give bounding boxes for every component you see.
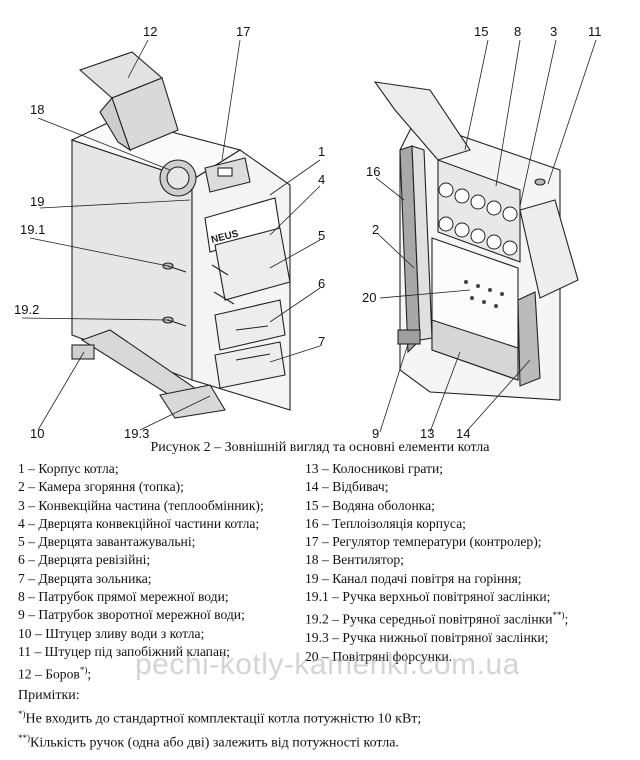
- callout-20: 20: [362, 290, 376, 305]
- callout-17: 17: [236, 24, 250, 39]
- legend-item-text: 4 – Дверцята конвекційної частини котла;: [18, 515, 260, 531]
- note-2-mark: **): [18, 732, 30, 743]
- legend-right-column: 13 – Колосникові грати; 14 – Відбивач; 15 …: [305, 460, 635, 666]
- leader-lines-left: [21, 39, 321, 431]
- legend-item: 17 – Регулятор температури (контролер);: [305, 533, 635, 551]
- legend-item-text: 7 – Дверцята зольника;: [18, 570, 152, 586]
- legend-item-footnote-mark: **): [552, 610, 565, 621]
- note-2-text: Кількість ручок (одна або дві) залежить …: [30, 735, 399, 751]
- legend-item: 2 – Камера згоряння (топка);: [18, 478, 318, 496]
- legend-item: 5 – Дверцята завантажувальні;: [18, 533, 318, 551]
- legend-item-text: 3 – Конвекційна частина (теплообмінник);: [18, 497, 264, 513]
- callout-8: 8: [514, 24, 521, 39]
- legend-item-text: 17 – Регулятор температури (контролер);: [305, 534, 542, 550]
- legend-item-tail: ;: [564, 611, 569, 627]
- legend-item: 8 – Патрубок прямої мережної води;: [18, 588, 318, 606]
- legend-item: 13 – Колосникові грати;: [305, 460, 635, 478]
- callout-5: 5: [318, 228, 325, 243]
- callout-18: 18: [30, 102, 44, 117]
- note-1-text: Не входить до стандартної комплектації к…: [25, 711, 422, 727]
- callout-15: 15: [474, 24, 488, 39]
- legend-item-text: 11 – Штуцер під запобіжний клапан;: [18, 643, 231, 659]
- boiler-figure: NEUS: [14, 24, 602, 440]
- notes-block: Примітки: *)Не входить до стандартної ко…: [18, 686, 421, 752]
- legend-item-text: 14 – Відбивач;: [305, 479, 389, 495]
- legend-item-text: 6 – Дверцята ревізійні;: [18, 552, 151, 568]
- callout-1: 1: [318, 144, 325, 159]
- legend-left-column: 1 – Корпус котла; 2 – Камера згоряння (то…: [18, 460, 318, 684]
- figure-caption: Рисунок 2 – Зовнішній вигляд та основні …: [150, 440, 490, 455]
- callout-14: 14: [456, 426, 470, 440]
- legend-item-text: 13 – Колосникові грати;: [305, 461, 444, 476]
- legend-item-text: 9 – Патрубок зворотної мережної води;: [18, 607, 245, 623]
- watermark-text: pechi-kotly-kamenki.com.ua: [135, 648, 520, 681]
- callout-19: 19: [30, 194, 44, 209]
- legend-item: 14 – Відбивач;: [305, 478, 635, 496]
- legend-item-footnote-mark: *): [79, 665, 88, 676]
- callout-11: 11: [588, 24, 602, 39]
- notes-title: Примітки:: [18, 688, 80, 703]
- legend-item-text: 8 – Патрубок прямої мережної води;: [18, 589, 229, 605]
- legend-item-text: 18 – Вентилятор;: [305, 552, 404, 568]
- legend-item: 10 – Штуцер зливу води з котла;: [18, 625, 318, 643]
- air-nozzles: [464, 280, 504, 308]
- callout-7: 7: [318, 334, 325, 349]
- callout-19-1: 19.1: [20, 222, 45, 237]
- legend-item-text: 2 – Камера згоряння (топка);: [18, 479, 184, 495]
- legend-item: 4 – Дверцята конвекційної частини котла;: [18, 515, 318, 533]
- legend-item-text: 19.3 – Ручка нижньої повітряної заслінки…: [305, 630, 549, 646]
- legend-item: 1 – Корпус котла;: [18, 460, 318, 478]
- legend-item-text: 15 – Водяна оболонка;: [305, 497, 435, 513]
- callout-16: 16: [366, 164, 380, 179]
- legend-item: 16 – Теплоізоляція корпуса;: [305, 515, 635, 533]
- legend-item-text: 1 – Корпус котла;: [18, 461, 119, 476]
- legend-item: 19 – Канал подачі повітря на горіння;: [305, 570, 635, 588]
- callout-6: 6: [318, 276, 325, 291]
- legend-item: 18 – Вентилятор;: [305, 551, 635, 569]
- callout-2: 2: [372, 222, 379, 237]
- legend-item-text: 5 – Дверцята завантажувальні;: [18, 534, 196, 550]
- legend-item-text: 16 – Теплоізоляція корпуса;: [305, 515, 466, 531]
- legend-item: 11 – Штуцер під запобіжний клапан;: [18, 643, 318, 661]
- legend-item: 9 – Патрубок зворотної мережної води;: [18, 606, 318, 624]
- callout-3: 3: [550, 24, 557, 39]
- legend-item-text: 19.1 – Ручка верхньої повітряної заслінк…: [305, 589, 551, 605]
- callout-19-2: 19.2: [14, 302, 39, 317]
- callout-9: 9: [372, 426, 379, 440]
- legend-item-text: 20 – Повітряні форсунки.: [305, 648, 453, 664]
- callout-4: 4: [318, 172, 325, 187]
- legend-item-text: 12 – Боров: [18, 666, 80, 682]
- legend-item: 19.2 – Ручка середньої повітряної заслін…: [305, 606, 635, 629]
- legend-item: 19.1 – Ручка верхньої повітряної заслінк…: [305, 588, 635, 606]
- boiler-exterior-view: [70, 51, 291, 419]
- legend-item: 15 – Водяна оболонка;: [305, 497, 635, 515]
- legend-item-text: 10 – Штуцер зливу води з котла;: [18, 625, 205, 641]
- note-1: *)Не входить до стандартної комплектації…: [18, 705, 421, 729]
- callout-12: 12: [143, 24, 157, 39]
- legend-item: 12 – Боров*);: [18, 661, 318, 684]
- legend-item: 6 – Дверцята ревізійні;: [18, 551, 318, 569]
- legend-item: 19.3 – Ручка нижньої повітряної заслінки…: [305, 629, 635, 647]
- note-1-mark: *): [18, 709, 26, 719]
- legend-item: 20 – Повітряні форсунки.: [305, 648, 635, 666]
- callout-19-3: 19.3: [124, 426, 149, 440]
- callout-10: 10: [30, 426, 44, 440]
- legend-item-text: 19 – Канал подачі повітря на горіння;: [305, 570, 522, 586]
- legend-item-text: 19.2 – Ручка середньої повітряної заслін…: [305, 611, 553, 627]
- legend-item: 3 – Конвекційна частина (теплообмінник);: [18, 497, 318, 515]
- callout-13: 13: [420, 426, 434, 440]
- leader-lines-right: [375, 39, 597, 433]
- legend-item: 7 – Дверцята зольника;: [18, 570, 318, 588]
- note-2: **)Кількість ручок (одна або дві) залежи…: [18, 729, 421, 753]
- legend-item-tail: ;: [87, 666, 92, 682]
- convection-tubes: [438, 182, 518, 256]
